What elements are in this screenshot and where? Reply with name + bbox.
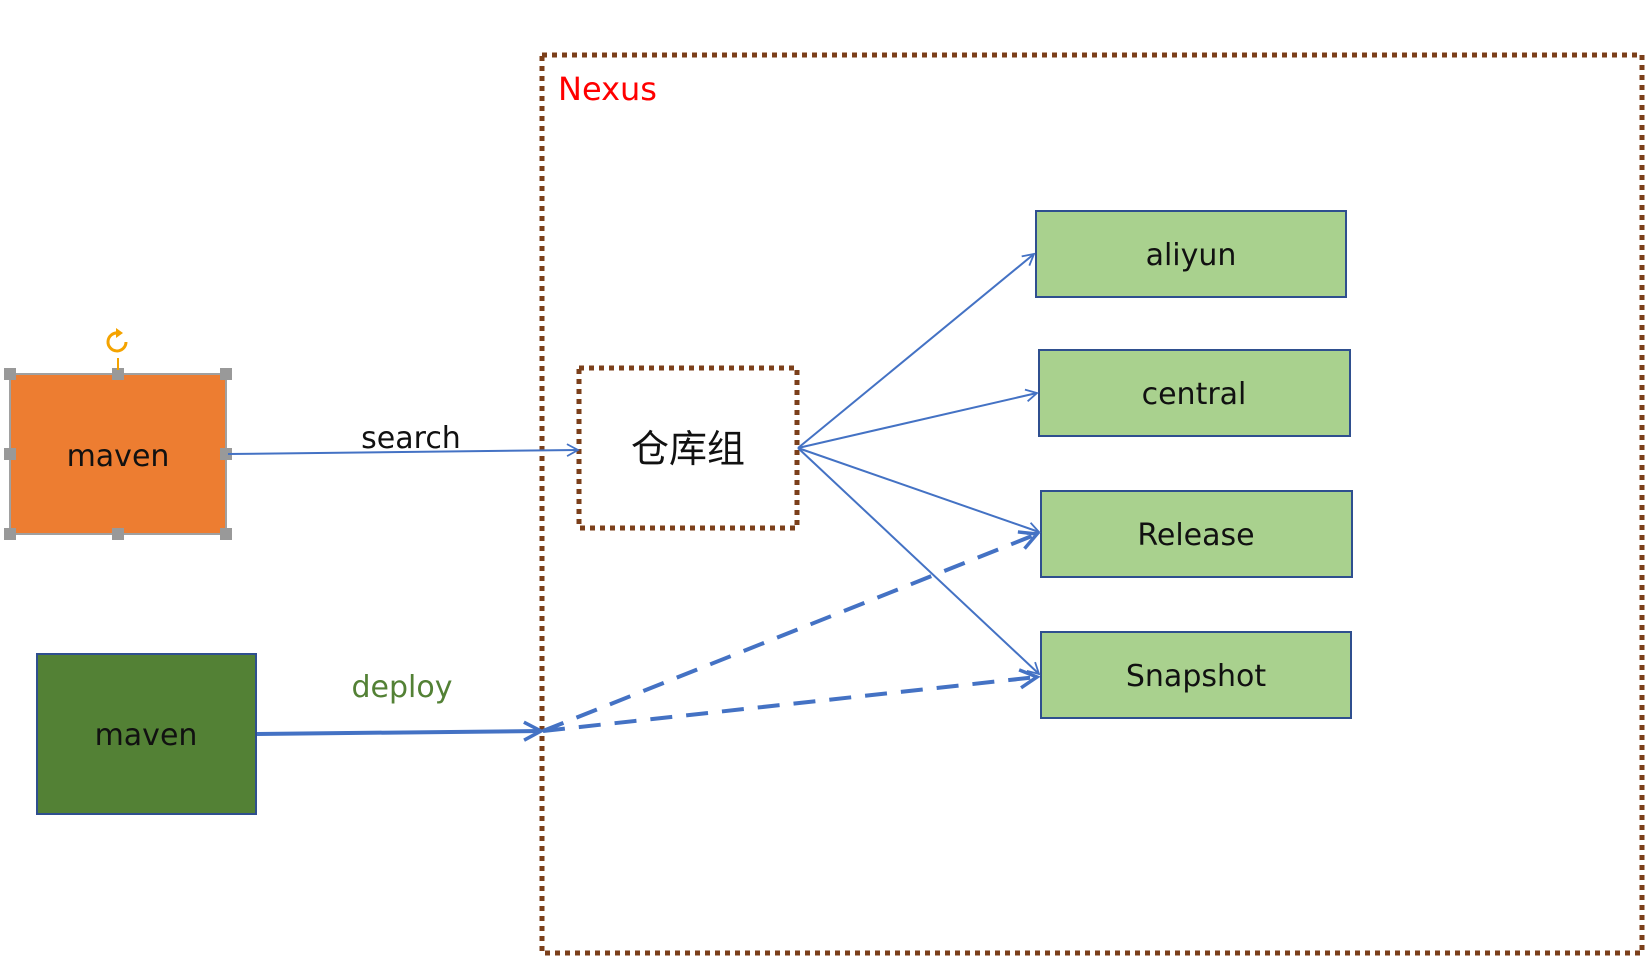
maven-deploy-node[interactable]: maven <box>36 653 257 815</box>
maven-search-node[interactable]: maven <box>4 328 232 540</box>
nexus-container: Nexus <box>539 52 1645 956</box>
group-to-aliyun-arrow <box>797 252 1036 449</box>
maven-deploy-label: maven <box>95 718 198 753</box>
rotate-handle-icon[interactable] <box>106 328 128 353</box>
repo-group-box[interactable] <box>576 365 800 531</box>
group-to-release-arrow <box>797 447 1041 535</box>
selection-handle[interactable] <box>4 448 16 460</box>
deploy-arrow <box>256 731 541 734</box>
repo-snapshot-node[interactable]: Snapshot <box>1040 631 1352 719</box>
selection-handle[interactable] <box>220 368 232 380</box>
maven-search-box[interactable] <box>9 373 227 535</box>
selection-handle[interactable] <box>4 368 16 380</box>
repo-central-box[interactable] <box>1038 349 1351 437</box>
selection-handle[interactable] <box>220 448 232 460</box>
repo-snapshot-label: Snapshot <box>1126 659 1266 694</box>
repo-aliyun-node[interactable]: aliyun <box>1035 210 1347 298</box>
repo-group-node[interactable]: 仓库组 <box>576 365 800 531</box>
deploy-to-release-arrow <box>542 534 1037 733</box>
repo-group-label: 仓库组 <box>631 427 745 471</box>
nexus-border <box>539 52 1645 956</box>
search-edge: search <box>227 421 580 457</box>
repo-release-label: Release <box>1137 518 1254 553</box>
selection-handle[interactable] <box>4 528 16 540</box>
repo-snapshot-box[interactable] <box>1040 631 1352 719</box>
deploy-to-snapshot-arrow <box>542 677 1037 733</box>
selection-handle[interactable] <box>220 528 232 540</box>
repo-release-node[interactable]: Release <box>1040 490 1353 578</box>
selection-handle[interactable] <box>112 528 124 540</box>
maven-search-label: maven <box>67 439 170 474</box>
group-to-central-arrow <box>797 388 1039 449</box>
deploy-edge: deploy <box>256 534 1037 734</box>
deploy-label: deploy <box>352 670 453 705</box>
search-arrow <box>227 443 580 457</box>
repo-aliyun-box[interactable] <box>1035 210 1347 298</box>
nexus-label: Nexus <box>558 70 657 108</box>
repo-central-label: central <box>1142 377 1247 412</box>
group-edges <box>797 252 1041 676</box>
search-label: search <box>361 421 461 456</box>
selection-handle[interactable] <box>112 368 124 380</box>
maven-deploy-box[interactable] <box>36 653 257 815</box>
repo-central-node[interactable]: central <box>1038 349 1351 437</box>
repo-aliyun-label: aliyun <box>1146 238 1237 273</box>
selection-handles[interactable] <box>4 368 232 540</box>
group-to-snapshot-arrow <box>797 447 1041 676</box>
repo-release-box[interactable] <box>1040 490 1353 578</box>
